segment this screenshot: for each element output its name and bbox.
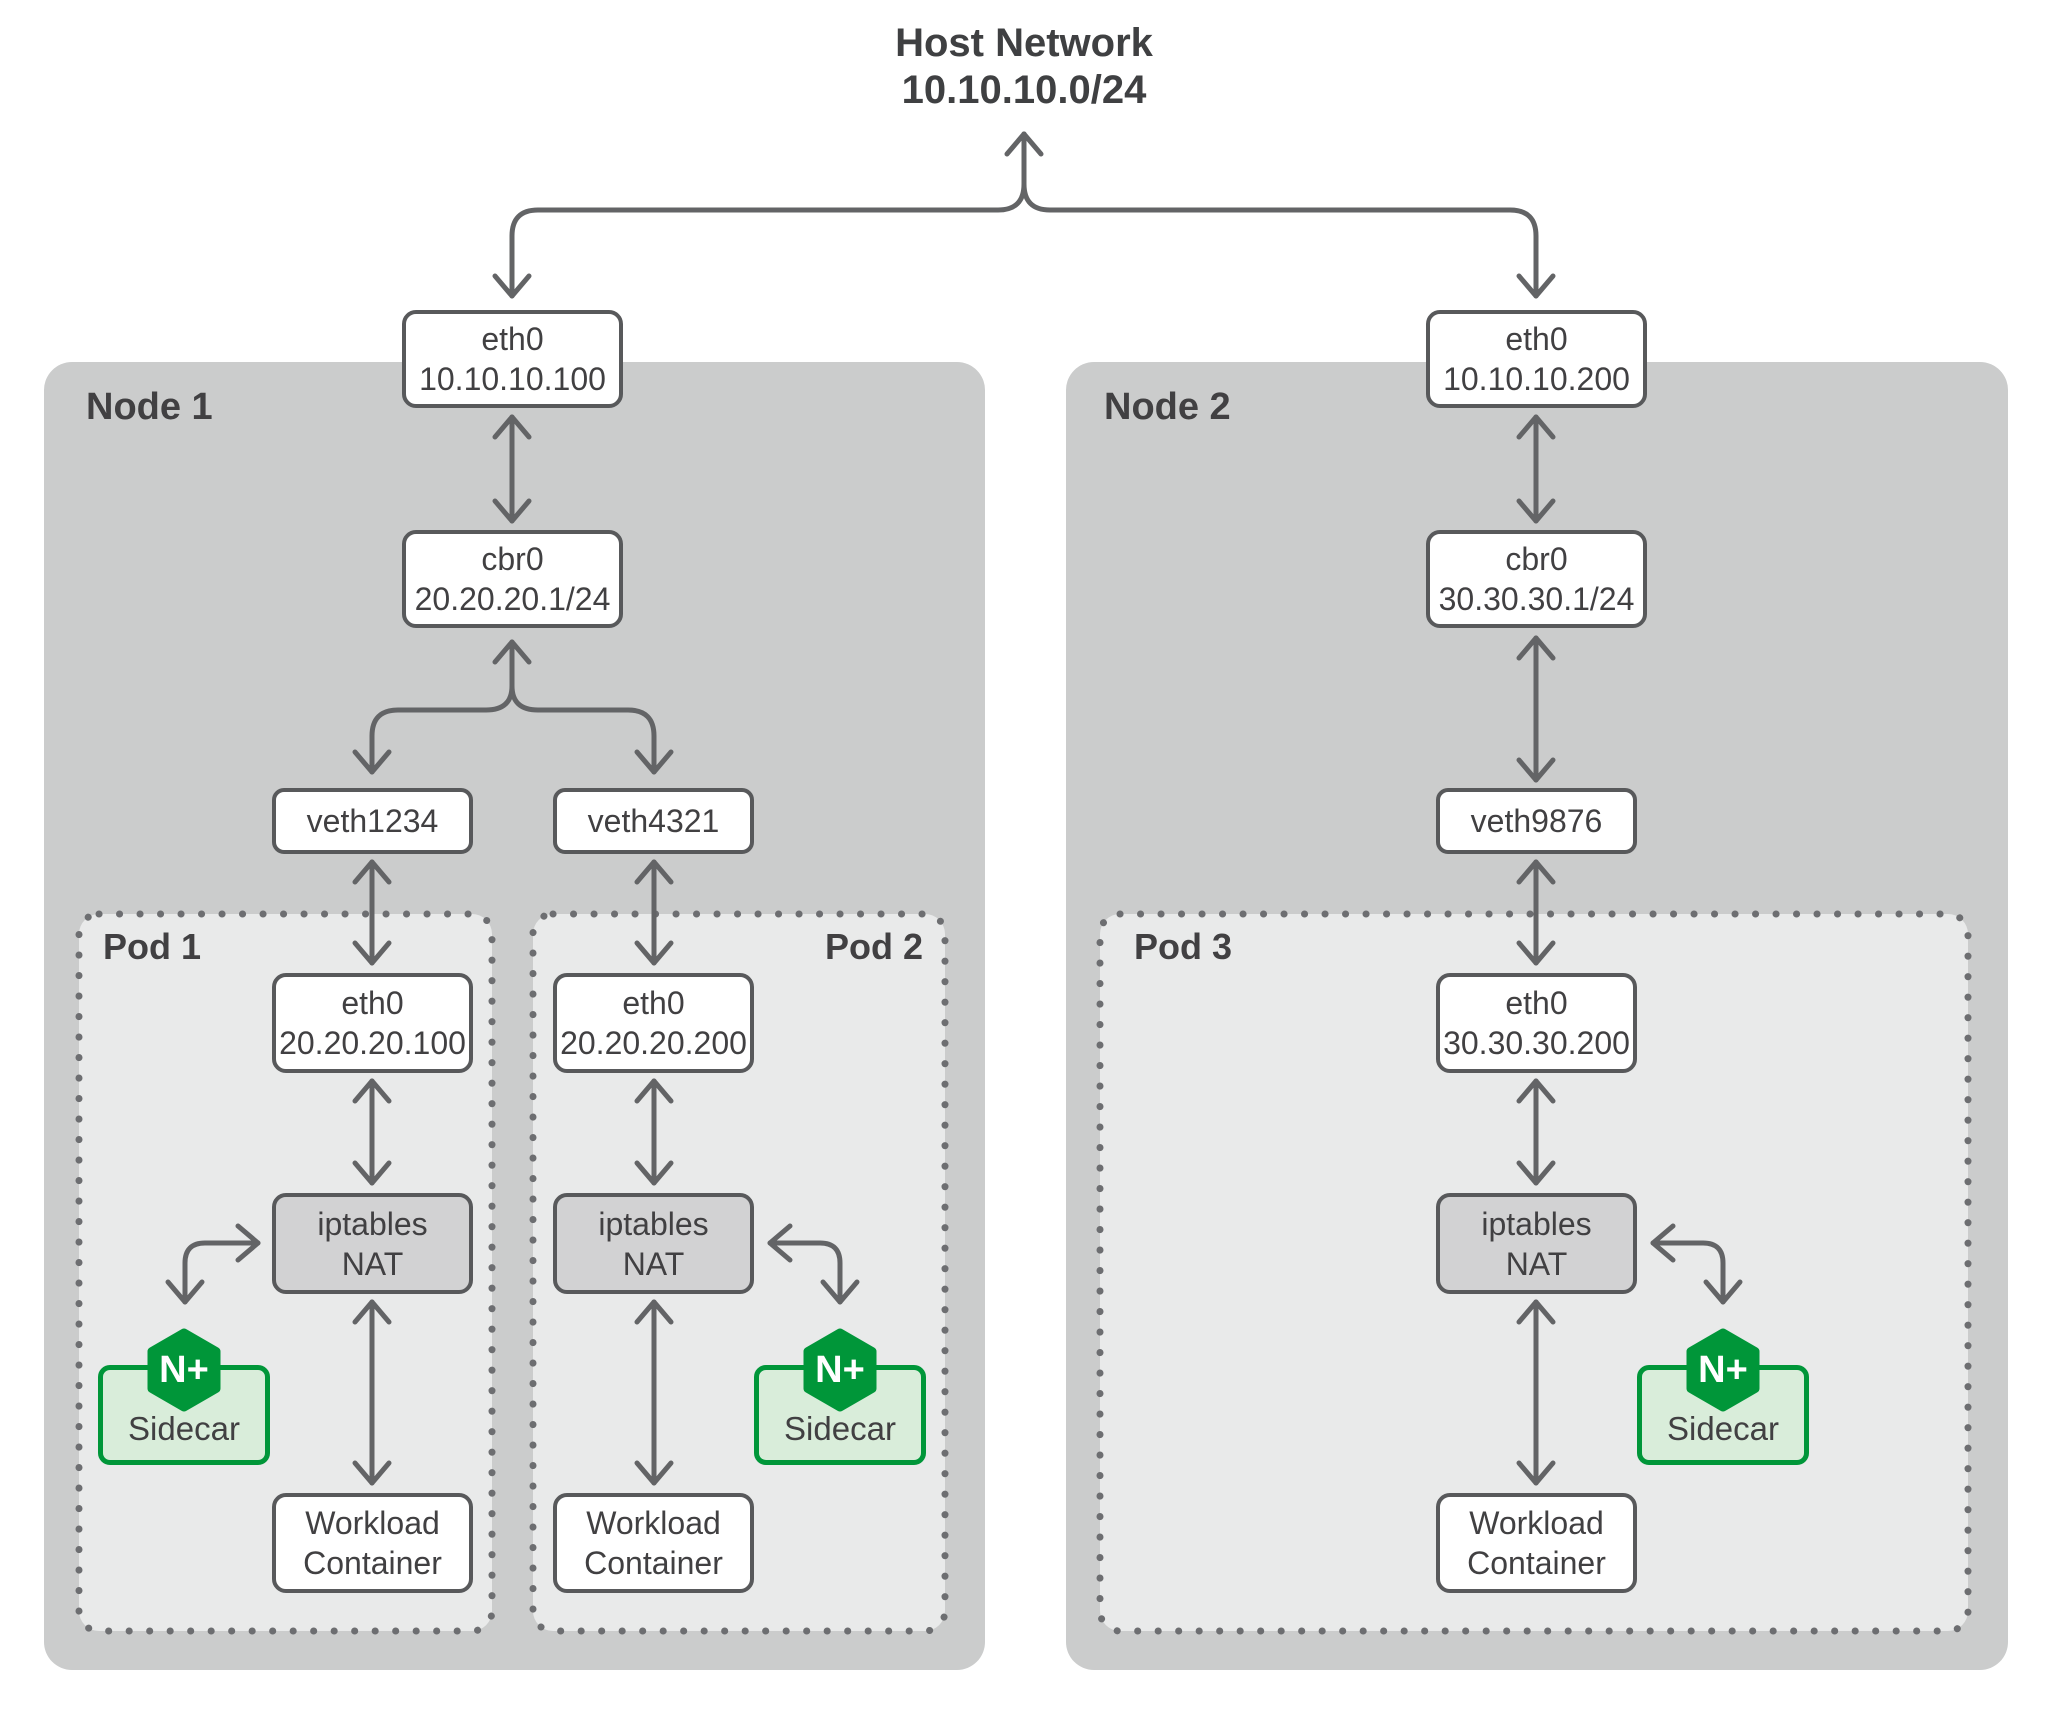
pod3-workload-line1: Workload — [1469, 1505, 1604, 1541]
pod1-workload-line1: Workload — [305, 1505, 440, 1541]
pod2-nat-sidecar-arrow — [767, 1223, 860, 1305]
node2-cbr0-box: cbr0 30.30.30.1/24 — [1426, 530, 1647, 628]
pod3-sidecar-box: N+ Sidecar — [1637, 1328, 1809, 1465]
pod3-nat-line1: iptables — [1481, 1205, 1592, 1242]
node2-cbr0-ip: 30.30.30.1/24 — [1438, 581, 1635, 617]
pod1-eth0-name: eth0 — [341, 985, 404, 1021]
pod3-eth0-box: eth0 30.30.30.200 — [1436, 973, 1637, 1073]
pod2-eth0-name: eth0 — [622, 985, 685, 1021]
host-network-title: Host Network 10.10.10.0/24 — [724, 20, 1324, 114]
node1-eth0-ip: 10.10.10.100 — [419, 361, 606, 397]
pod2-workload-line1: Workload — [586, 1505, 721, 1541]
nginx-plus-badge-text: N+ — [1698, 1349, 1748, 1391]
nginx-plus-badge-text: N+ — [815, 1349, 865, 1391]
pod2-nat-workload-arrow — [634, 1299, 674, 1486]
pod2-sidecar-box: N+ Sidecar — [754, 1328, 926, 1465]
pod1-nat-workload-arrow — [352, 1299, 392, 1486]
node2-eth0-name: eth0 — [1505, 321, 1568, 357]
pod1-dotted-border — [75, 910, 496, 1635]
node1-eth0-name: eth0 — [481, 321, 544, 357]
pod1-sidecar-box: N+ Sidecar — [98, 1328, 270, 1465]
pod3-workload-box: Workload Container — [1436, 1493, 1637, 1593]
pod2-sidecar-label: Sidecar — [784, 1410, 896, 1447]
pod1-nat-line2: NAT — [341, 1245, 404, 1282]
host-network-branch-arrow — [492, 131, 1556, 299]
node2-veth9876-box: veth9876 — [1436, 788, 1637, 854]
veth9876-pod3-eth0-arrow — [1516, 859, 1556, 966]
veth1234-pod1-eth0-arrow — [352, 859, 392, 966]
pod2-dotted-border — [529, 910, 949, 1635]
pod2-workload-box: Workload Container — [553, 1493, 754, 1593]
node2-eth0-ip: 10.10.10.200 — [1443, 361, 1630, 397]
node1-veth1234-box: veth1234 — [272, 788, 473, 854]
pod3-dotted-border — [1096, 910, 1972, 1635]
pod3-nat-workload-arrow — [1516, 1299, 1556, 1486]
pod1-eth0-ip: 20.20.20.100 — [279, 1025, 466, 1061]
pod3-iptables-nat-box: iptables NAT — [1436, 1193, 1637, 1294]
pod3-eth0-name: eth0 — [1505, 985, 1568, 1021]
node2-cbr0-name: cbr0 — [1505, 541, 1568, 577]
pod1-workload-line2: Container — [303, 1545, 442, 1581]
node2-label: Node 2 — [1104, 386, 1231, 428]
node1-label: Node 1 — [86, 386, 213, 428]
pod1-sidecar-label: Sidecar — [128, 1410, 240, 1447]
pod3-label: Pod 3 — [1134, 926, 1233, 967]
pod1-nat-line1: iptables — [317, 1205, 428, 1242]
pod2-label: Pod 2 — [824, 926, 923, 967]
pod3-sidecar-label: Sidecar — [1667, 1410, 1779, 1447]
pod2-eth0-nat-arrow — [634, 1078, 674, 1186]
pod1-eth0-box: eth0 20.20.20.100 — [272, 973, 473, 1073]
node1-eth0-cbr0-arrow — [492, 414, 532, 524]
nginx-plus-icon: N+ — [1686, 1328, 1760, 1412]
pod2-workload-line2: Container — [584, 1545, 723, 1581]
pod3-eth0-nat-arrow — [1516, 1078, 1556, 1186]
pod3-nat-sidecar-arrow — [1650, 1223, 1743, 1305]
node1-cbr0-veth-fork-arrow — [352, 639, 674, 775]
veth4321-pod2-eth0-arrow — [634, 859, 674, 966]
pod2-nat-line1: iptables — [598, 1205, 709, 1242]
node1-veth4321-box: veth4321 — [553, 788, 754, 854]
pod2-iptables-nat-box: iptables NAT — [553, 1193, 754, 1294]
pod3-eth0-ip: 30.30.30.200 — [1443, 1025, 1630, 1061]
nginx-plus-icon: N+ — [147, 1328, 221, 1412]
nginx-plus-icon: N+ — [803, 1328, 877, 1412]
pod1-iptables-nat-box: iptables NAT — [272, 1193, 473, 1294]
node1-cbr0-box: cbr0 20.20.20.1/24 — [402, 530, 623, 628]
pod3-nat-line2: NAT — [1505, 1245, 1568, 1282]
node2-eth0-cbr0-arrow — [1516, 414, 1556, 524]
pod1-workload-box: Workload Container — [272, 1493, 473, 1593]
host-network-cidr: 10.10.10.0/24 — [901, 68, 1147, 112]
pod3-workload-line2: Container — [1467, 1545, 1606, 1581]
nginx-plus-badge-text: N+ — [159, 1349, 209, 1391]
node1-cbr0-name: cbr0 — [481, 541, 544, 577]
node2-eth0-box: eth0 10.10.10.200 — [1426, 310, 1647, 408]
pod2-nat-line2: NAT — [622, 1245, 685, 1282]
node2-cbr0-veth-arrow — [1516, 635, 1556, 783]
node1-eth0-box: eth0 10.10.10.100 — [402, 310, 623, 408]
pod1-eth0-nat-arrow — [352, 1078, 392, 1186]
node1-cbr0-ip: 20.20.20.1/24 — [414, 581, 611, 617]
pod1-label: Pod 1 — [103, 926, 202, 967]
pod1-nat-sidecar-arrow — [165, 1223, 261, 1305]
pod2-eth0-box: eth0 20.20.20.200 — [553, 973, 754, 1073]
pod2-eth0-ip: 20.20.20.200 — [560, 1025, 747, 1061]
host-network-name: Host Network — [895, 21, 1153, 65]
